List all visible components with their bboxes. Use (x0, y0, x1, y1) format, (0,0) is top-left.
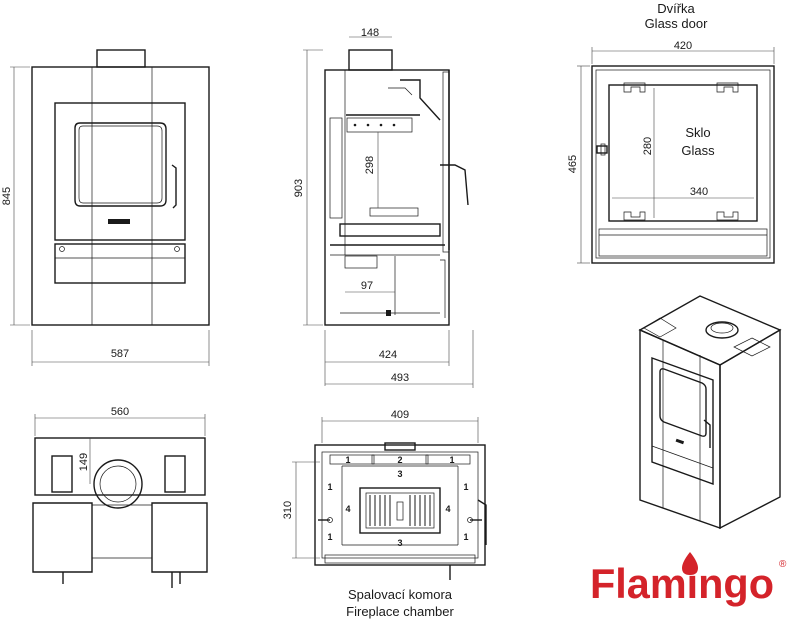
top-view: 560 149 (32, 406, 208, 588)
side-offset-dim: 97 (361, 280, 373, 292)
chamber-depth-dim: 310 (282, 501, 294, 519)
part-label: 2 (397, 455, 402, 465)
brand-name: Flamingo (590, 560, 774, 607)
part-label: 3 (397, 538, 402, 548)
top-flue-dim: 149 (78, 453, 90, 471)
front-width-dim: 587 (111, 348, 129, 360)
door-label-cz: Dvířka (657, 1, 695, 16)
top-width-dim: 560 (111, 406, 129, 418)
part-label: 4 (345, 504, 350, 514)
part-label: 1 (463, 482, 468, 492)
isometric-view (638, 295, 782, 530)
side-inner-dim: 298 (364, 156, 376, 174)
glass-width-dim: 340 (690, 186, 708, 198)
brand-reg: ® (779, 559, 787, 570)
door-label-en: Glass door (645, 16, 709, 31)
chamber-label-cz: Spalovací komora (348, 587, 453, 602)
glass-height-dim: 280 (642, 137, 654, 155)
side-flue-dim: 148 (361, 27, 379, 39)
part-label: 1 (449, 455, 454, 465)
side-section-view: 148 903 298 97 424 493 (293, 27, 474, 388)
door-width-dim: 420 (674, 40, 692, 52)
flame-drop-icon (682, 552, 698, 575)
side-depth-total-dim: 493 (391, 372, 409, 384)
side-depth-inner-dim: 424 (379, 349, 397, 361)
glass-label-cz: Sklo (685, 125, 710, 140)
door-view: Dvířka Glass door 420 465 280 340 Sklo G… (567, 1, 775, 264)
front-view: 845 587 (1, 49, 210, 366)
part-label: 1 (327, 482, 332, 492)
part-label: 1 (345, 455, 350, 465)
brand-logo: Flamingo ® (590, 552, 787, 607)
glass-label-en: Glass (681, 143, 715, 158)
part-label: 1 (327, 532, 332, 542)
part-label: 3 (397, 469, 402, 479)
door-height-dim: 465 (567, 155, 579, 173)
part-label: 4 (445, 504, 450, 514)
chamber-view: 1 2 1 3 1 1 4 4 1 1 3 409 310 Spalovací … (282, 409, 487, 619)
chamber-width-dim: 409 (391, 409, 409, 421)
side-height-dim: 903 (293, 179, 305, 197)
front-height-dim: 845 (1, 187, 13, 205)
part-label: 1 (463, 532, 468, 542)
chamber-label-en: Fireplace chamber (346, 604, 454, 619)
